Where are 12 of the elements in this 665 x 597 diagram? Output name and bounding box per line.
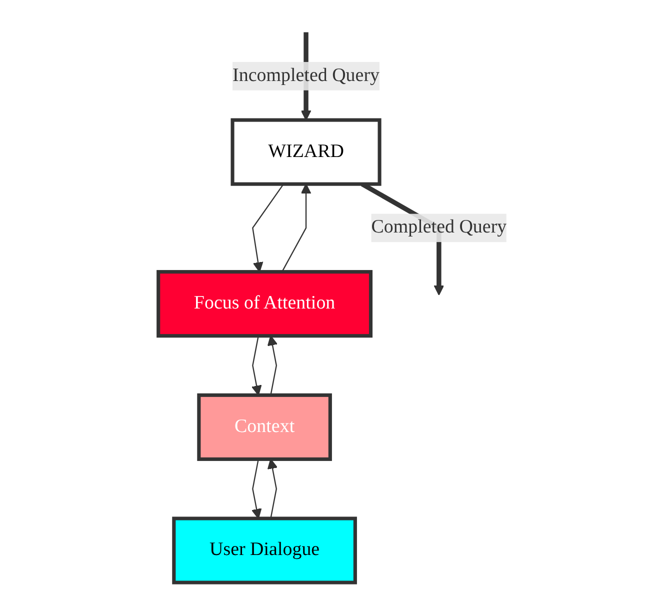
edge-label: Completed Query bbox=[371, 217, 507, 238]
arrow bbox=[267, 458, 278, 519]
edge-label: Incompleted Query bbox=[232, 65, 380, 86]
arrow bbox=[252, 184, 284, 272]
node-box: Focus of Attention bbox=[156, 270, 373, 338]
node-box: Context bbox=[197, 393, 332, 461]
arrow bbox=[267, 335, 278, 396]
node-box: WIZARD bbox=[230, 118, 382, 186]
node-box: User Dialogue bbox=[172, 516, 357, 584]
arrow bbox=[251, 336, 262, 396]
arrow bbox=[282, 184, 312, 272]
arrow bbox=[251, 459, 262, 519]
